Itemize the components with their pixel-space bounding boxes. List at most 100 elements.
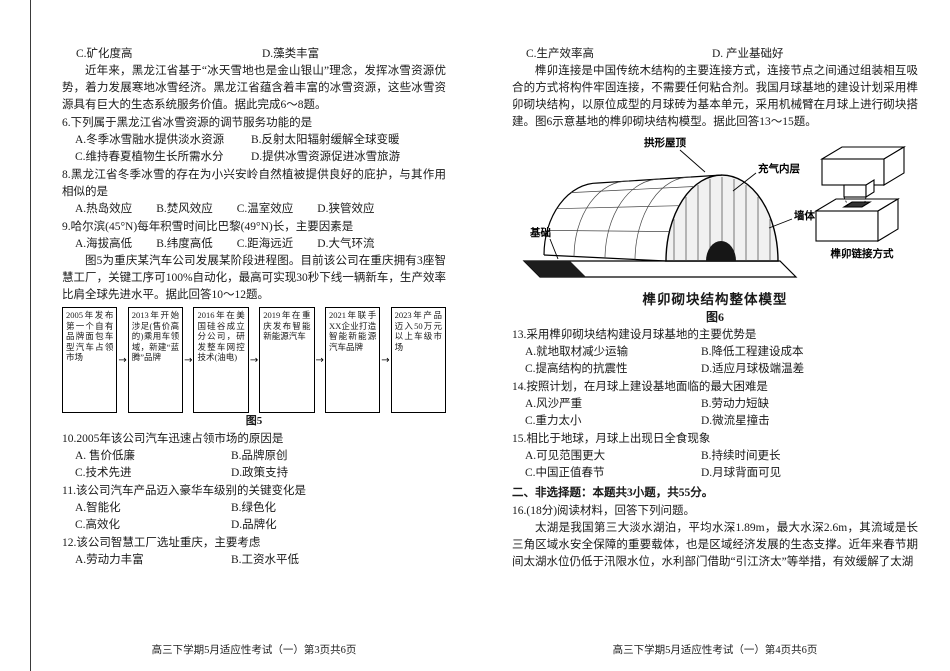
option: D.微流星撞击 xyxy=(701,415,770,427)
option: C.生产效率高 xyxy=(526,48,595,60)
dome-entrance xyxy=(706,241,736,261)
option: B.绿色化 xyxy=(231,502,277,514)
question-8-stem: 8.黑龙江省冬季冰雪的存在为小兴安岭自然植被提供良好的庇护，与其作用相似的是 xyxy=(62,169,446,198)
arrow-right-icon: → xyxy=(315,354,324,366)
question-12: 12.该公司智慧工厂选址重庆，主要考虑 A.劳动力丰富 B.工资水平低 xyxy=(62,535,446,569)
right-page-column: C.生产效率高 D. 产业基础好 榫卯连接是中国传统木结构的主要连接方式，连接节… xyxy=(512,46,918,571)
option: C.高效化 xyxy=(75,519,121,531)
flow-box-2019: 2019年在重庆发布智能新能源汽车 xyxy=(259,307,315,413)
question-6-stem: 6.下列属于黑龙江省冰雪资源的调节服务功能的是 xyxy=(62,117,313,129)
question-10: 10.2005年该公司汽车迅速占领市场的原因是 A. 售价低廉 B.品牌原创 C… xyxy=(62,431,446,482)
figure-6-title: 榫卯砌块结构整体模型 xyxy=(642,292,788,307)
question-8: 8.黑龙江省冬季冰雪的存在为小兴安岭自然植被提供良好的庇护，与其作用相似的是 A… xyxy=(62,167,446,218)
option: D.品牌化 xyxy=(231,519,277,531)
question-11-stem: 11.该公司汽车产品迈入豪华车级别的关键变化是 xyxy=(62,485,306,497)
flow-box-2023: 2023年产品迈入50万元以上车级市场 xyxy=(390,307,447,413)
option: B.降低工程建设成本 xyxy=(701,346,804,358)
flow-box-2013: 2013年开始涉足(售价高的)乘用车领域，新建“蓝腾”品牌 xyxy=(127,307,184,413)
question-9: 9.哈尔滨(45°N)每年积雪时间比巴黎(49°N)长，主要因素是 A.海拔高低… xyxy=(62,219,446,253)
label-inflatable-inner-layer: 充气内层 xyxy=(758,162,800,175)
question-13-stem: 13.采用榫卯砌块结构建设月球基地的主要优势是 xyxy=(512,329,757,341)
option: C.矿化度高 xyxy=(76,48,133,60)
label-leader-lines xyxy=(549,149,793,260)
flow-box-2005: 2005年发布第一个自有品牌面包车型汽车占领市场 xyxy=(62,307,118,413)
question-6: 6.下列属于黑龙江省冰雪资源的调节服务功能的是 A.冬季冰雪融水提供淡水资源 B… xyxy=(62,115,446,166)
figure-6-caption: 图6 xyxy=(705,310,724,324)
question-13-options: A.就地取材减少运输 B.降低工程建设成本 C.提高结构的抗震性 D.适应月球极… xyxy=(512,344,918,378)
question-14-stem: 14.按照计划，在月球上建设基地面临的最大困难是 xyxy=(512,381,768,393)
question-8-options: A.热岛效应 B.焚风效应 C.温室效应 D.狭管效应 xyxy=(62,201,446,218)
option: D.狭管效应 xyxy=(317,203,375,215)
option: C.中国正值春节 xyxy=(525,467,605,479)
option: A.就地取材减少运输 xyxy=(525,346,629,358)
footer-page-3: 高三下学期5月适应性考试（一）第3页共6页 xyxy=(151,645,357,656)
label-arched-roof: 拱形屋顶 xyxy=(644,136,686,149)
label-mortise-tenon-joint: 榫卯链接方式 xyxy=(830,247,894,260)
question-10-stem: 10.2005年该公司汽车迅速占领市场的原因是 xyxy=(62,433,284,445)
question-12-options: A.劳动力丰富 B.工资水平低 xyxy=(62,552,446,569)
option: C.提高结构的抗震性 xyxy=(525,363,628,375)
barrel-grid xyxy=(547,176,695,260)
question-11: 11.该公司汽车产品迈入豪华车级别的关键变化是 A.智能化 B.绿色化 C.高效… xyxy=(62,483,446,534)
figure-5-flowchart: 2005年发布第一个自有品牌面包车型汽车占领市场 → 2013年开始涉足(售价高… xyxy=(62,307,447,413)
carry-over-options: C.矿化度高 D.藻类丰富 xyxy=(62,46,446,63)
option: B.反射太阳辐射缓解全球变暖 xyxy=(251,134,400,146)
arrow-right-icon: → xyxy=(381,354,390,366)
carry-over-options: C.生产效率高 D. 产业基础好 xyxy=(512,46,918,63)
option: B.持续时间更长 xyxy=(701,450,781,462)
option: D.大气环流 xyxy=(317,238,375,250)
option: C.重力太小 xyxy=(525,415,582,427)
question-13: 13.采用榫卯砌块结构建设月球基地的主要优势是 A.就地取材减少运输 B.降低工… xyxy=(512,327,918,378)
question-9-stem: 9.哈尔滨(45°N)每年积雪时间比巴黎(49°N)长，主要因素是 xyxy=(62,221,354,233)
option: D.适应月球极端温差 xyxy=(701,363,805,375)
option: D.藻类丰富 xyxy=(262,48,320,60)
question-15-options: A.可见范围更大 B.持续时间更长 C.中国正值春节 D.月球背面可见 xyxy=(512,448,918,482)
option: D.提供冰雪资源促进冰雪旅游 xyxy=(251,151,401,163)
question-16-stem: 16.(18分)阅读材料，回答下列问题。 xyxy=(512,505,696,517)
option: C.距海远近 xyxy=(236,238,294,250)
flow-box-2016: 2016年在美国硅谷成立分公司，研发整车网控技术(油电) xyxy=(193,307,249,413)
question-10-options: A. 售价低廉 B.品牌原创 C.技术先进 D.政策支持 xyxy=(62,448,446,482)
figure-5: 2005年发布第一个自有品牌面包车型汽车占领市场 → 2013年开始涉足(售价高… xyxy=(62,307,447,429)
option: A.风沙严重 xyxy=(525,398,583,410)
label-wall: 墙体 xyxy=(794,209,815,222)
option: B.工资水平低 xyxy=(231,554,300,566)
label-foundation: 基础 xyxy=(529,226,551,239)
question-16-material: 太湖是我国第三大淡水湖泊，平均水深1.89m，最大水深2.6m，其流域是长三角区… xyxy=(512,522,918,568)
option: A.劳动力丰富 xyxy=(75,554,144,566)
arrow-right-icon: → xyxy=(249,354,259,366)
figure-6: 拱形屋顶 充气内层 墙体 基础 榫卯链接 xyxy=(512,133,918,325)
option: C.温室效应 xyxy=(236,203,294,215)
passage-snow-resources: 近年来，黑龙江省基于“冰天雪地也是金山银山”理念，发挥冰雪资源优势，着力发展寒地… xyxy=(62,65,446,111)
option: B.焚风效应 xyxy=(156,203,213,215)
option: A.冬季冰雪融水提供淡水资源 xyxy=(75,134,225,146)
question-9-options: A.海拔高低 B.纬度高低 C.距海远近 D.大气环流 xyxy=(62,236,446,253)
option: C.技术先进 xyxy=(75,467,132,479)
option: C.维持春夏植物生长所需水分 xyxy=(75,151,224,163)
question-12-stem: 12.该公司智慧工厂选址重庆，主要考虑 xyxy=(62,537,261,549)
question-14-options: A.风沙严重 B.劳动力短缺 C.重力太小 D.微流星撞击 xyxy=(512,396,918,430)
question-11-options: A.智能化 B.绿色化 C.高效化 D.品牌化 xyxy=(62,500,446,534)
passage-mortise-tenon: 榫卯连接是中国传统木结构的主要连接方式，连接节点之间通过组装相互吸合的方式将构件… xyxy=(512,65,918,128)
arrow-right-icon: → xyxy=(118,354,127,366)
question-16: 16.(18分)阅读材料，回答下列问题。 太湖是我国第三大淡水湖泊，平均水深1.… xyxy=(512,503,918,571)
question-15-stem: 15.相比于地球，月球上出现日全食现象 xyxy=(512,433,711,445)
option: A.海拔高低 xyxy=(75,238,133,250)
figure-5-caption: 图5 xyxy=(245,415,263,427)
option: B.品牌原创 xyxy=(231,450,288,462)
option: A.智能化 xyxy=(75,502,121,514)
flow-box-2021: 2021年联手XX企业打造智能新能源汽车品牌 xyxy=(324,307,381,413)
option: D.月球背面可见 xyxy=(701,467,782,479)
option: A.可见范围更大 xyxy=(525,450,606,462)
joint-diagram xyxy=(814,146,906,242)
question-14: 14.按照计划，在月球上建设基地面临的最大困难是 A.风沙严重 B.劳动力短缺 … xyxy=(512,379,918,430)
arrow-right-icon: → xyxy=(184,354,193,366)
section-2-header: 二、非选择题：本题共3小题，共55分。 xyxy=(512,487,714,499)
option: A.热岛效应 xyxy=(75,203,133,215)
passage-car-company: 图5为重庆某汽车公司发展某阶段进程图。目前该公司在重庆拥有3座智慧工厂，关键工序… xyxy=(62,255,446,301)
option: B.纬度高低 xyxy=(156,238,213,250)
base-slab-dark-end xyxy=(524,261,586,277)
question-6-options: A.冬季冰雪融水提供淡水资源 B.反射太阳辐射缓解全球变暖 C.维持春夏植物生长… xyxy=(62,132,446,166)
option: D. 产业基础好 xyxy=(712,48,784,60)
